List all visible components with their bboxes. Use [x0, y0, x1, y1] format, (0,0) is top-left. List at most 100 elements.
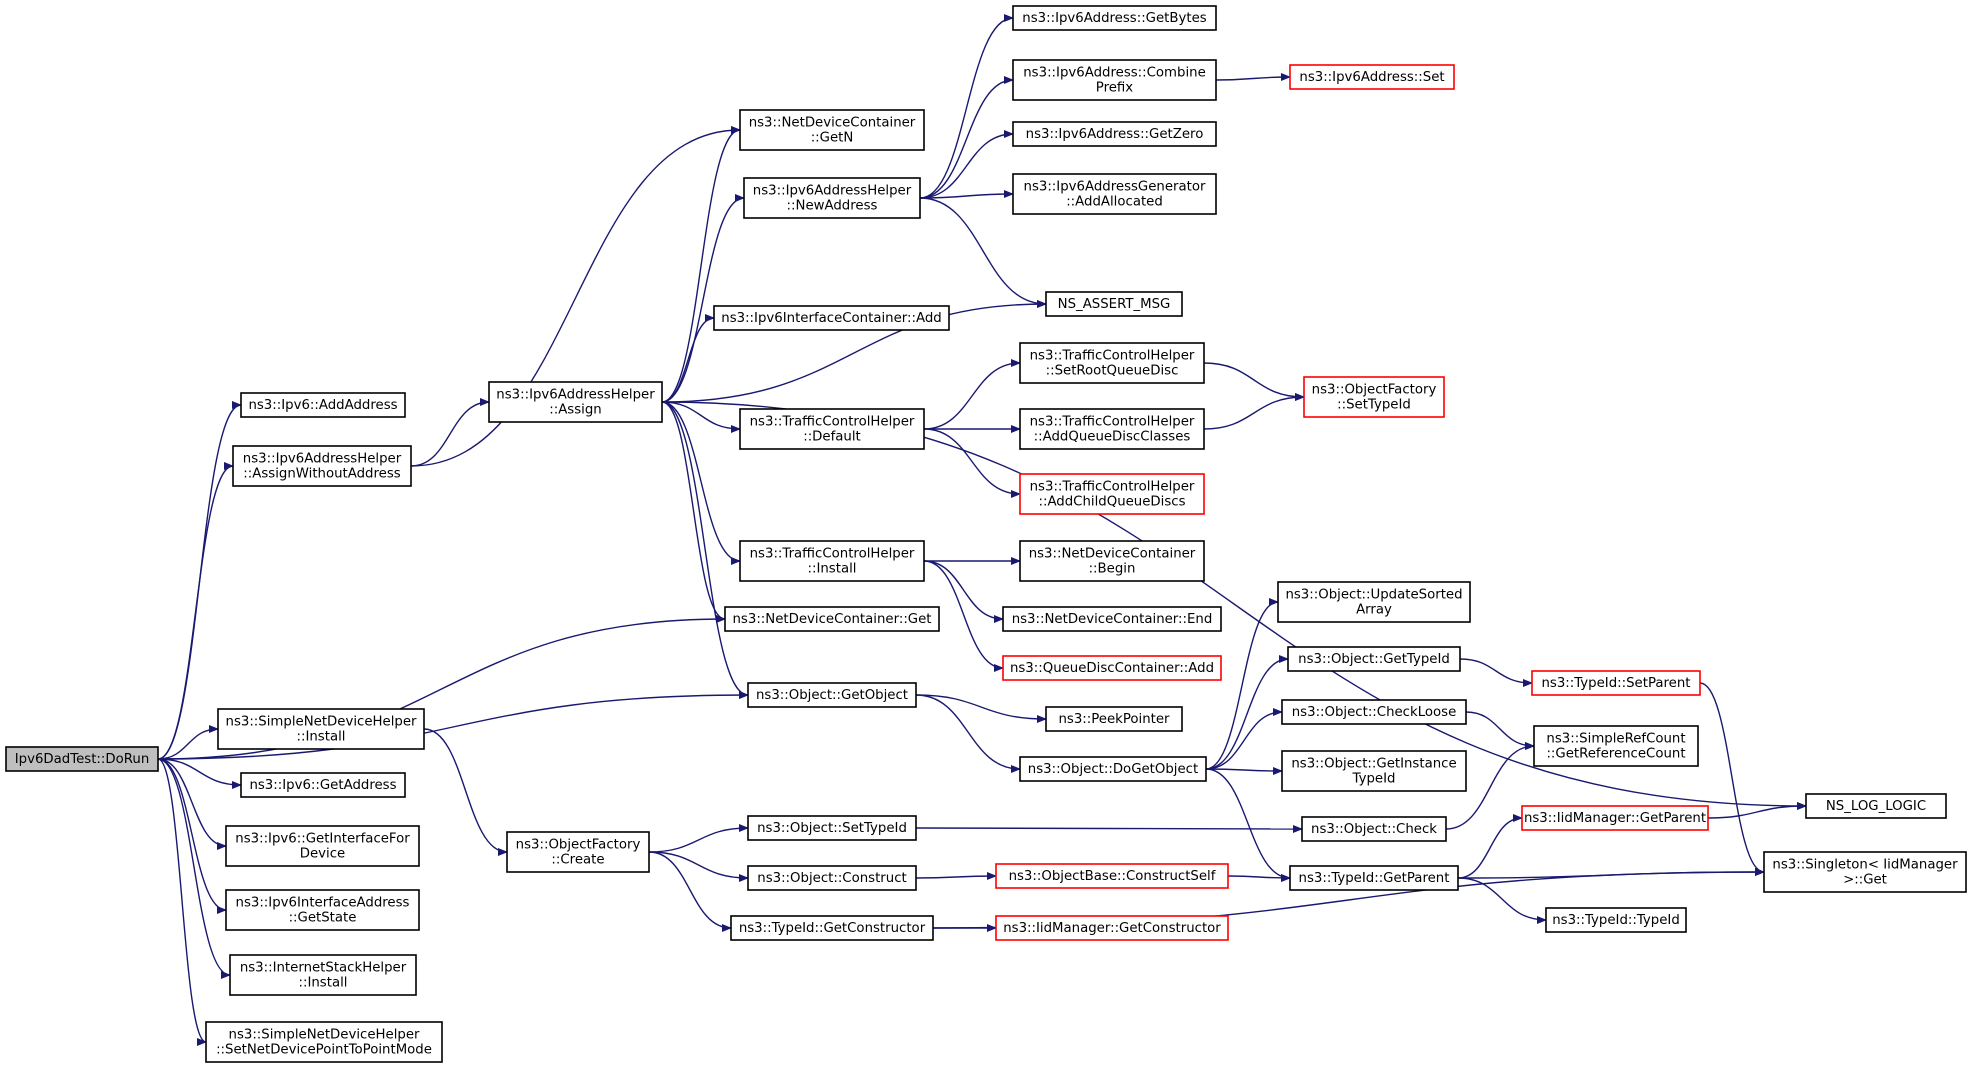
node-iid-getctor[interactable]: ns3::IidManager::GetConstructor [995, 915, 1229, 941]
node-label: ns3::Ipv6Address::GetZero [1026, 127, 1204, 142]
edge-tch_setroot-to-of_settypeid [1203, 362, 1305, 401]
edge-tch_default-to-tch_addchild [923, 428, 1021, 498]
node-tid-getctor[interactable]: ns3::TypeId::GetConstructor [730, 915, 934, 941]
node-label: TypeId [1352, 772, 1396, 787]
node-label: ::GetState [289, 911, 357, 926]
node-assign-without[interactable]: ns3::Ipv6AddressHelper::AssignWithoutAdd… [232, 445, 412, 487]
node-label: ::NewAddress [787, 199, 878, 214]
node-assign[interactable]: ns3::Ipv6AddressHelper::Assign [488, 381, 663, 423]
node-box [232, 445, 412, 487]
node-label: ::GetN [811, 131, 854, 146]
edge-root-to-simple_install [157, 725, 219, 760]
node-getobject[interactable]: ns3::Object::GetObject [747, 682, 917, 708]
node-tch-addchild[interactable]: ns3::TrafficControlHelper::AddChildQueue… [1019, 473, 1205, 515]
node-a-getzero[interactable]: ns3::Ipv6Address::GetZero [1012, 121, 1217, 147]
node-root[interactable]: Ipv6DadTest::DoRun [5, 746, 159, 772]
edge-dogetobject-to-tid_getparent [1205, 768, 1291, 882]
node-obj-check[interactable]: ns3::Object::Check [1301, 816, 1447, 842]
node-ipv6-getaddress[interactable]: ns3::Ipv6::GetAddress [240, 772, 406, 798]
node-inet-install[interactable]: ns3::InternetStackHelper::Install [229, 954, 417, 996]
edge-newaddress-to-ns_assert [919, 197, 1047, 308]
node-label: ns3::NetDeviceContainer [1029, 547, 1196, 562]
edge-tid_getparent-to-tid_typeid [1457, 877, 1547, 924]
node-label: ns3::TrafficControlHelper [750, 415, 915, 430]
node-label: ns3::TypeId::TypeId [1552, 913, 1680, 928]
edge-root-to-ipv6_getaddress [157, 758, 242, 789]
node-tid-typeid[interactable]: ns3::TypeId::TypeId [1545, 907, 1687, 933]
node-ndc-begin[interactable]: ns3::NetDeviceContainer::Begin [1019, 540, 1205, 582]
node-a-set[interactable]: ns3::Ipv6Address::Set [1289, 64, 1455, 90]
node-ns-assert[interactable]: NS_ASSERT_MSG [1045, 291, 1183, 317]
node-tch-setroot[interactable]: ns3::TrafficControlHelper::SetRootQueueD… [1019, 342, 1205, 384]
node-label: ns3::NetDeviceContainer [749, 116, 916, 131]
node-box [743, 177, 921, 219]
node-gen-addalloc[interactable]: ns3::Ipv6AddressGenerator::AddAllocated [1012, 173, 1217, 215]
node-obj-checkloose[interactable]: ns3::Object::CheckLoose [1281, 699, 1467, 725]
node-ndc-end[interactable]: ns3::NetDeviceContainer::End [1002, 606, 1222, 632]
node-label: ns3::Ipv6::AddAddress [248, 398, 397, 413]
edge-root-to-simple_setp2p [157, 758, 207, 1046]
node-label: ns3::Ipv6AddressHelper [753, 184, 912, 199]
node-box [995, 915, 1229, 941]
node-box [1019, 473, 1205, 515]
node-label: ns3::Object::GetInstance [1291, 757, 1456, 772]
node-label: ns3::ObjectBase::ConstructSelf [1009, 869, 1216, 884]
edge-newaddress-to-gen_addalloc [919, 190, 1014, 199]
node-label: ns3::SimpleNetDeviceHelper [229, 1028, 420, 1043]
node-simple-install[interactable]: ns3::SimpleNetDeviceHelper::Install [217, 708, 425, 750]
node-singleton-get[interactable]: ns3::Singleton< IidManager>::Get [1763, 851, 1967, 893]
node-label: ns3::TypeId::GetConstructor [739, 921, 926, 936]
node-label: ::AddAllocated [1066, 195, 1163, 210]
node-label: >::Get [1843, 873, 1887, 888]
node-label: ns3::SimpleRefCount [1546, 732, 1685, 747]
node-dogetobject[interactable]: ns3::Object::DoGetObject [1019, 756, 1207, 782]
node-box [1019, 540, 1205, 582]
node-ic-add[interactable]: ns3::Ipv6InterfaceContainer::Add [713, 305, 950, 331]
edge-newaddress-to-a_getzero [919, 130, 1014, 199]
node-ns-log-logic[interactable]: NS_LOG_LOGIC [1805, 793, 1947, 819]
node-label: ns3::Ipv6Address::GetBytes [1022, 11, 1206, 26]
node-of-settypeid[interactable]: ns3::ObjectFactory::SetTypeId [1303, 376, 1445, 418]
edge-root-to-getobject [157, 691, 749, 760]
node-box [724, 606, 940, 632]
edge-getobject-to-dogetobject [915, 694, 1021, 773]
node-ndc-get[interactable]: ns3::NetDeviceContainer::Get [724, 606, 940, 632]
node-qdc-add[interactable]: ns3::QueueDiscContainer::Add [1002, 655, 1222, 681]
edge-assign-to-newaddress [661, 194, 745, 403]
node-a-getbytes[interactable]: ns3::Ipv6Address::GetBytes [1012, 5, 1217, 31]
node-label: ns3::Object::GetTypeId [1298, 652, 1450, 667]
node-of-create[interactable]: ns3::ObjectFactory::Create [506, 831, 650, 873]
node-tch-default[interactable]: ns3::TrafficControlHelper::Default [739, 408, 925, 450]
node-box [1277, 581, 1471, 623]
node-newaddress[interactable]: ns3::Ipv6AddressHelper::NewAddress [743, 177, 921, 219]
edge-root-to-ipv6_getiface [157, 758, 227, 850]
node-tid-getparent[interactable]: ns3::TypeId::GetParent [1289, 865, 1459, 891]
node-obj-settypeid[interactable]: ns3::Object::SetTypeId [747, 815, 917, 841]
node-objectbase-cs[interactable]: ns3::ObjectBase::ConstructSelf [995, 863, 1229, 889]
node-box [739, 109, 925, 151]
edge-tid_setparent-to-singleton_get [1699, 682, 1765, 876]
node-ipv6-addaddress[interactable]: ns3::Ipv6::AddAddress [240, 392, 406, 418]
node-peekpointer[interactable]: ns3::PeekPointer [1045, 706, 1183, 732]
node-src-getrefcount[interactable]: ns3::SimpleRefCount::GetReferenceCount [1533, 725, 1699, 767]
node-obj-construct[interactable]: ns3::Object::Construct [747, 865, 917, 891]
node-label: ns3::TrafficControlHelper [1030, 415, 1195, 430]
node-tch-addclasses[interactable]: ns3::TrafficControlHelper::AddQueueDiscC… [1019, 408, 1205, 450]
node-tid-setparent[interactable]: ns3::TypeId::SetParent [1531, 670, 1701, 696]
node-box [506, 831, 650, 873]
node-tch-install[interactable]: ns3::TrafficControlHelper::Install [739, 540, 925, 582]
node-box [1019, 342, 1205, 384]
node-ifaddr-getstate[interactable]: ns3::Ipv6InterfaceAddress::GetState [225, 889, 420, 931]
node-label: Device [300, 847, 345, 862]
node-obj-gettypeid[interactable]: ns3::Object::GetTypeId [1287, 646, 1461, 672]
node-box [1521, 805, 1709, 831]
edge-of_create-to-obj_construct [648, 851, 749, 882]
node-iid-getparent[interactable]: ns3::IidManager::GetParent [1521, 805, 1709, 831]
node-box [1289, 865, 1459, 891]
node-ndc-getn[interactable]: ns3::NetDeviceContainer::GetN [739, 109, 925, 151]
node-simple-setp2p[interactable]: ns3::SimpleNetDeviceHelper::SetNetDevice… [205, 1021, 443, 1063]
